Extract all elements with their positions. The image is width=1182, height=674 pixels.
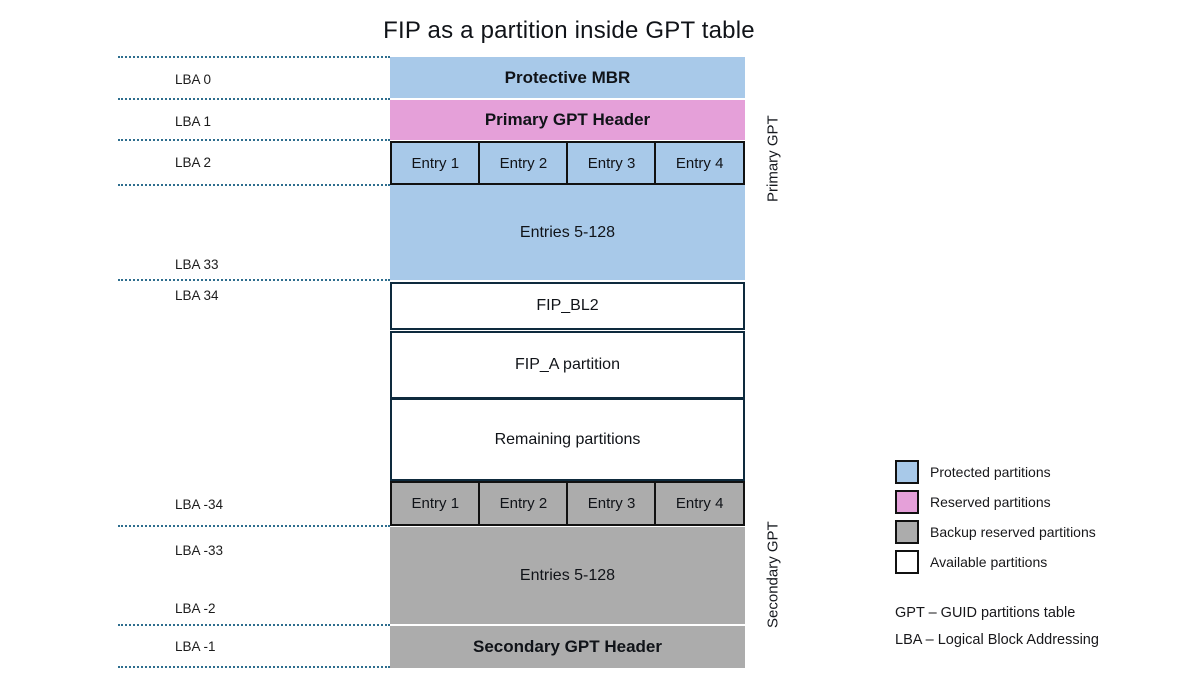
lba-divider-line [118, 279, 390, 281]
block-protective-mbr: Protective MBR [390, 57, 745, 98]
secondary-entry-4: Entry 4 [654, 481, 745, 526]
secondary-gpt-side-label: Secondary GPT [764, 521, 782, 629]
secondary-entry-2: Entry 2 [478, 481, 569, 526]
legend-label-backup: Backup reserved partitions [930, 524, 1096, 540]
primary-entry-2: Entry 2 [478, 141, 569, 185]
primary-entry-3: Entry 3 [566, 141, 657, 185]
lba-divider-line [118, 624, 390, 626]
legend-row-backup: Backup reserved partitions [895, 520, 1096, 544]
backup-reserved-partitions-swatch [895, 520, 919, 544]
lba-abbreviation: LBA – Logical Block Addressing [895, 632, 1099, 648]
lba-label-minus-1: LBA -1 [175, 639, 216, 654]
secondary-entry-row: Entry 1 Entry 2 Entry 3 Entry 4 [390, 481, 745, 526]
lba-divider-line [118, 56, 390, 58]
lba-divider-line [118, 139, 390, 141]
block-primary-gpt-header: Primary GPT Header [390, 100, 745, 140]
primary-entry-1: Entry 1 [390, 141, 481, 185]
lba-divider-line [118, 525, 390, 527]
block-primary-entries-5-128: Entries 5-128 [390, 185, 745, 280]
legend-row-reserved: Reserved partitions [895, 490, 1096, 514]
block-fip-bl2: FIP_BL2 [390, 282, 745, 330]
secondary-entry-3: Entry 3 [566, 481, 657, 526]
block-remaining-partitions: Remaining partitions [390, 398, 745, 481]
lba-label-34: LBA 34 [175, 288, 219, 303]
lba-label-33: LBA 33 [175, 257, 219, 272]
available-partitions-swatch [895, 550, 919, 574]
lba-label-1: LBA 1 [175, 114, 212, 129]
primary-entry-row: Entry 1 Entry 2 Entry 3 Entry 4 [390, 141, 745, 185]
legend-row-protected: Protected partitions [895, 460, 1096, 484]
reserved-partitions-swatch [895, 490, 919, 514]
legend: Protected partitions Reserved partitions… [895, 460, 1096, 581]
primary-entry-4: Entry 4 [654, 141, 745, 185]
lba-divider-line [118, 184, 390, 186]
block-secondary-gpt-header: Secondary GPT Header [390, 626, 745, 668]
block-fip-a-partition: FIP_A partition [390, 331, 745, 399]
lba-label-minus-2: LBA -2 [175, 601, 216, 616]
lba-label-minus-33: LBA -33 [175, 543, 224, 558]
abbreviations: GPT – GUID partitions table LBA – Logica… [895, 600, 1099, 654]
secondary-entry-1: Entry 1 [390, 481, 481, 526]
protected-partitions-swatch [895, 460, 919, 484]
primary-gpt-side-label: Primary GPT [764, 115, 782, 202]
legend-label-reserved: Reserved partitions [930, 494, 1051, 510]
block-secondary-entries-5-128: Entries 5-128 [390, 527, 745, 624]
lba-label-0: LBA 0 [175, 72, 212, 87]
gpt-abbreviation: GPT – GUID partitions table [895, 605, 1076, 621]
lba-label-minus-34: LBA -34 [175, 497, 224, 512]
legend-label-available: Available partitions [930, 554, 1048, 570]
legend-label-protected: Protected partitions [930, 464, 1051, 480]
diagram-title: FIP as a partition inside GPT table [383, 17, 755, 44]
lba-divider-line [118, 98, 390, 100]
lba-label-2: LBA 2 [175, 155, 212, 170]
lba-divider-line [118, 666, 390, 668]
legend-row-available: Available partitions [895, 550, 1096, 574]
